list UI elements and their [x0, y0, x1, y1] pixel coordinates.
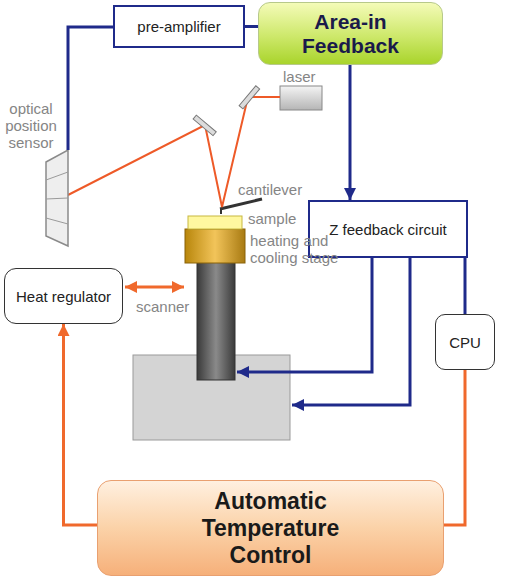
- heating-stage: [185, 229, 245, 263]
- connector: [245, 25, 258, 28]
- connector: [464, 258, 467, 314]
- cpu-box: CPU: [435, 314, 495, 370]
- part-label: optical position sensor: [0, 100, 62, 151]
- sensor-segment: [46, 218, 68, 224]
- connector: [444, 370, 465, 525]
- node-text: pre-amplifier: [137, 18, 220, 35]
- sensor-segment: [46, 172, 68, 180]
- cantilever-tip: [220, 209, 222, 214]
- control-box: Automatic Temperature Control: [97, 480, 444, 576]
- part-label: laser: [283, 68, 333, 85]
- sensor-segment: [46, 198, 68, 199]
- position-sensor: [46, 150, 68, 246]
- mirror: [239, 86, 260, 109]
- cantilever-beam: [220, 199, 262, 209]
- feedback-box: Area-in Feedback: [258, 2, 443, 65]
- part-label: scanner: [136, 298, 196, 315]
- node-text: CPU: [449, 334, 481, 351]
- connector: [349, 65, 352, 200]
- drive-wire: [237, 258, 372, 372]
- scanner-tube: [197, 262, 235, 380]
- sample-plate: [188, 216, 242, 229]
- node-text: Heat regulator: [16, 288, 111, 305]
- node-text: Automatic Temperature Control: [158, 488, 383, 569]
- connector: [64, 324, 98, 525]
- mirror: [193, 115, 216, 136]
- regulator-box: Heat regulator: [4, 268, 123, 324]
- node-text: Z feedback circuit: [329, 221, 447, 238]
- signal-wire: [68, 27, 113, 150]
- amplifier-box: pre-amplifier: [113, 5, 245, 48]
- laser-source: [280, 86, 322, 110]
- part-label: heating and cooling stage: [250, 232, 356, 266]
- drive-wire: [292, 258, 410, 405]
- heat-link: [125, 286, 184, 289]
- node-text: Area-in Feedback: [267, 10, 434, 58]
- part-label: sample: [248, 210, 308, 227]
- part-label: cantilever: [238, 181, 318, 198]
